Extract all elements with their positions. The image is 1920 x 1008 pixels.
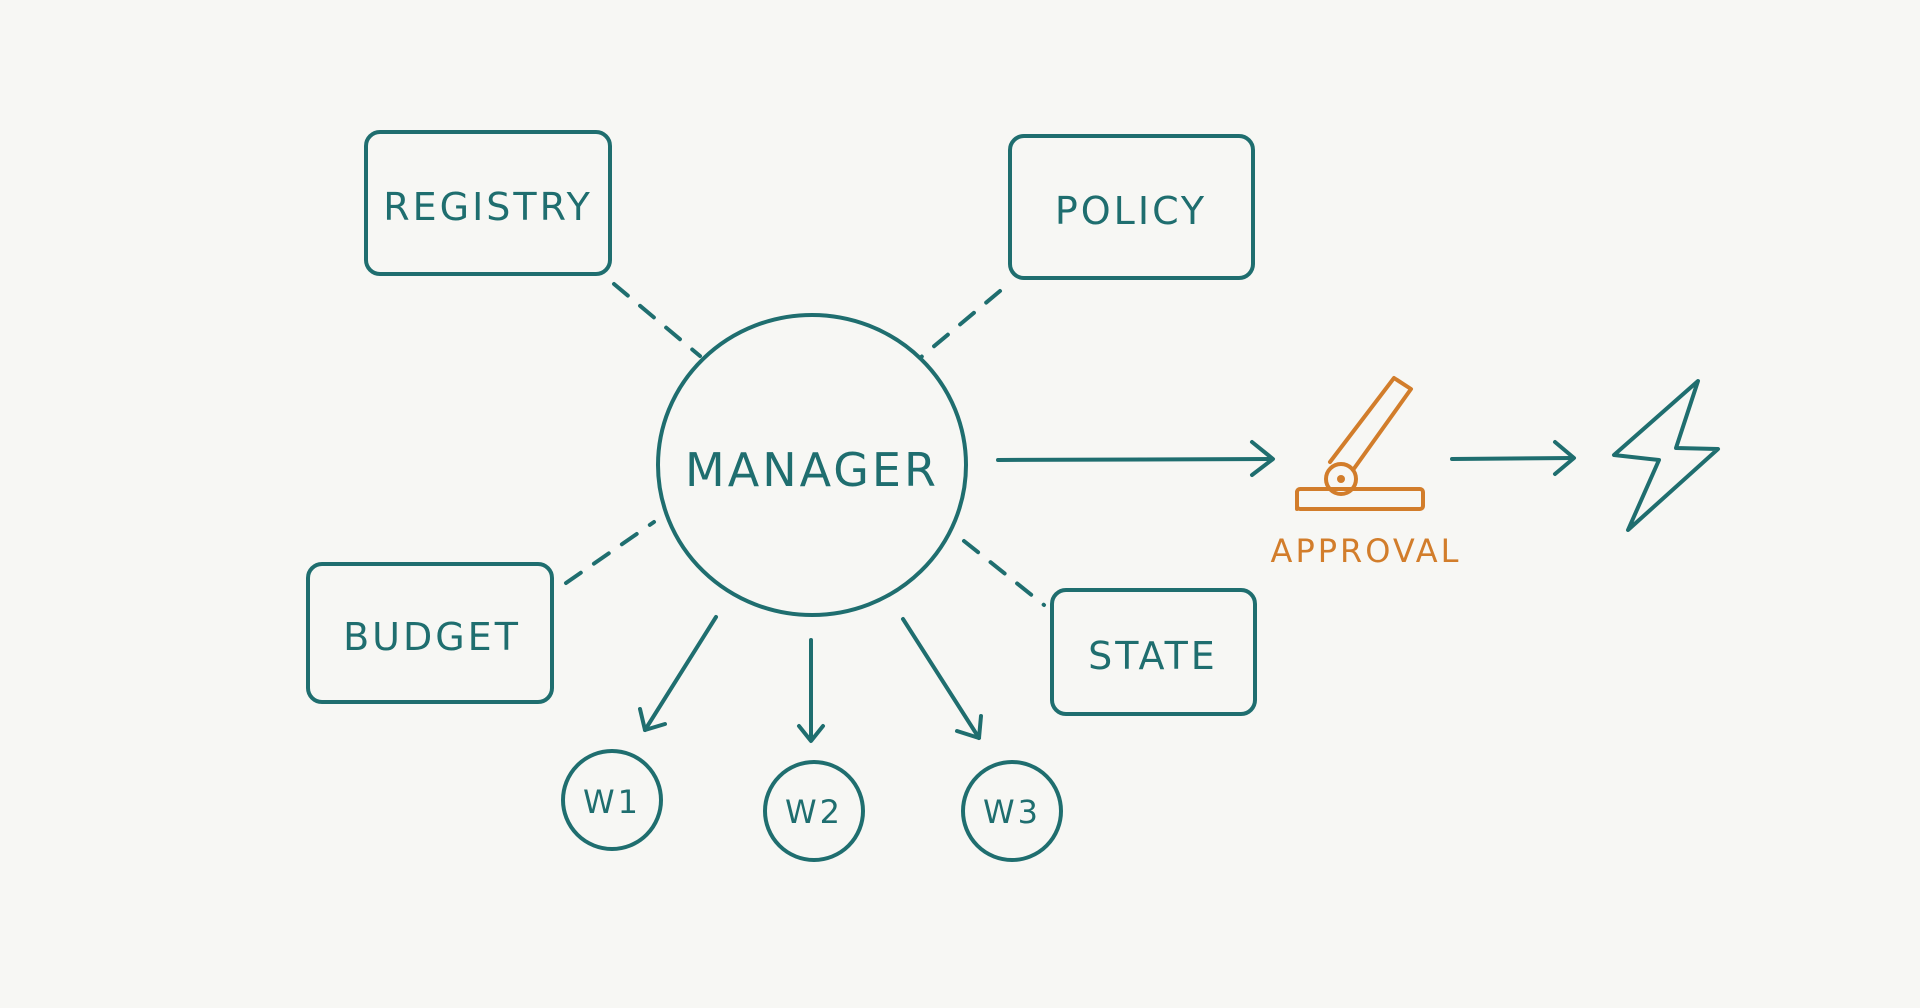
connector-state — [962, 539, 1046, 607]
w1-label: W1 — [583, 783, 641, 821]
policy-label: POLICY — [1055, 189, 1207, 233]
state-label: STATE — [1088, 634, 1218, 678]
state-node: STATE — [1050, 588, 1257, 716]
worker-w1: W1 — [561, 749, 663, 851]
connector-policy — [918, 289, 1002, 360]
arrow-to-w2-head — [797, 724, 825, 743]
w2-label: W2 — [785, 793, 843, 831]
manager-label: MANAGER — [685, 443, 939, 497]
approval-label: APPROVAL — [1271, 532, 1462, 570]
connector-registry — [612, 282, 702, 358]
registry-node: REGISTRY — [364, 130, 612, 276]
arrow-to-w1-head — [638, 707, 667, 732]
worker-w2: W2 — [763, 760, 865, 862]
dashed-connectors — [564, 282, 1046, 607]
manager-node: MANAGER — [656, 313, 968, 617]
connector-budget — [564, 520, 656, 585]
arrow-to-w1 — [643, 615, 718, 732]
arrow-to-w3 — [901, 617, 981, 740]
policy-node: POLICY — [1008, 134, 1255, 280]
w3-label: W3 — [983, 793, 1041, 831]
arrow-manager-to-approval — [996, 440, 1275, 477]
budget-label: BUDGET — [343, 615, 521, 659]
arrow-approval-to-bolt — [1450, 440, 1576, 476]
registry-label: REGISTRY — [383, 185, 593, 229]
lightning-bolt-icon — [1612, 379, 1720, 532]
worker-arrows — [638, 615, 983, 743]
arrow-to-w3-head — [955, 714, 983, 740]
lever-switch-icon — [1295, 376, 1425, 511]
worker-w3: W3 — [961, 760, 1063, 862]
budget-node: BUDGET — [306, 562, 554, 704]
